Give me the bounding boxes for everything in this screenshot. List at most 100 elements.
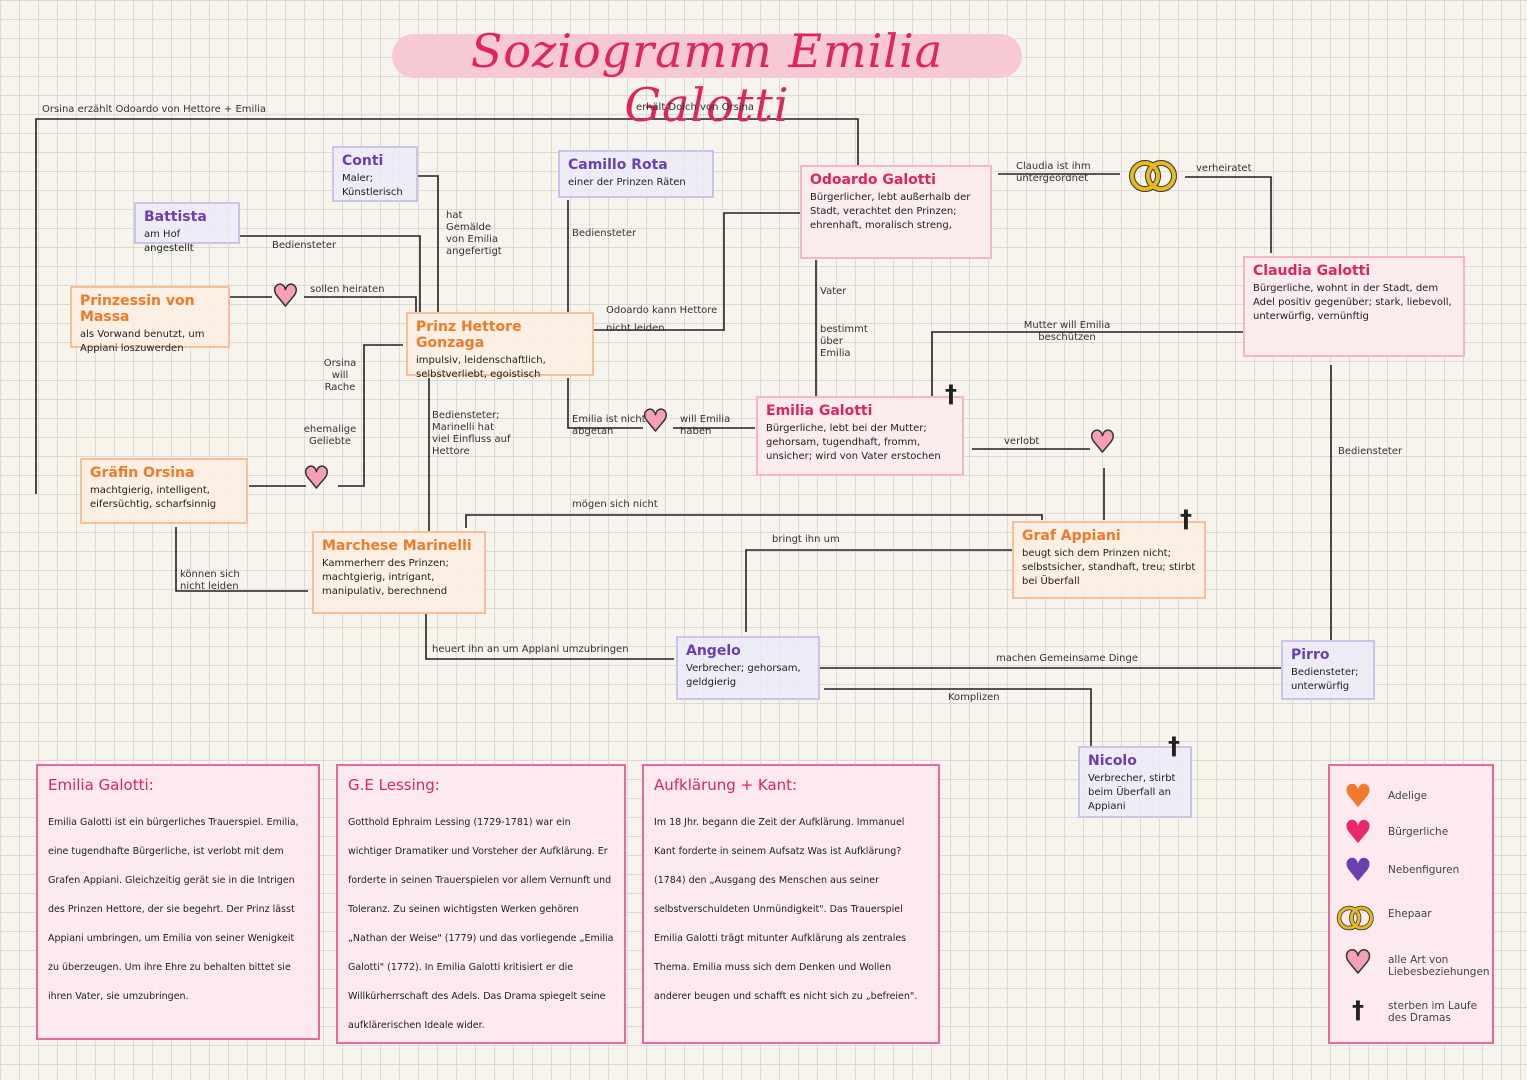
info-heading: G.E Lessing: xyxy=(348,776,440,794)
character-desc: Bürgerliche, lebt bei der Mutter; gehors… xyxy=(766,423,941,462)
relation-verlobt: verlobt xyxy=(1004,436,1040,447)
legend-item-nebenfiguren: ♥ Nebenfiguren xyxy=(1338,852,1488,892)
relation-koennen-sich-nicht: können sich nicht leiden xyxy=(180,569,240,592)
character-desc: beugt sich dem Prinzen nicht; selbstsich… xyxy=(1022,548,1196,587)
legend-item-ehepaar: Ehepaar xyxy=(1336,896,1488,936)
character-desc: Bediensteter; unterwürfig xyxy=(1291,667,1359,692)
relation-bringt-ihn-um: bringt ihn um xyxy=(772,534,840,545)
relation-odoardo-kann: Odoardo kann Hettore nicht leiden xyxy=(606,305,718,334)
character-name: Marchese Marinelli xyxy=(322,538,472,554)
relation-sollen-heiraten: sollen heiraten xyxy=(310,284,385,295)
love-heart-icon: ♥ xyxy=(271,279,299,314)
relation-komplizen: Komplizen xyxy=(948,692,1000,703)
character-claudia: Claudia Galotti Bürgerliche, wohnt in de… xyxy=(1243,256,1465,357)
purple-heart-icon: ♥ xyxy=(1343,851,1373,889)
death-cross-icon: † xyxy=(1168,732,1180,760)
relation-dolch: erhält Dolch von Orsina xyxy=(636,102,755,113)
info-aufklaerung: Aufklärung + Kant: Im 18 Jhr. begann die… xyxy=(642,764,940,1044)
relation-verheiratet: verheiratet xyxy=(1196,163,1252,174)
character-name: Nicolo xyxy=(1088,753,1137,769)
character-name: Camillo Rota xyxy=(568,157,668,173)
legend-label: Nebenfiguren xyxy=(1388,864,1460,876)
character-desc: am Hof angestellt xyxy=(144,229,194,254)
legend-label: Bürgerliche xyxy=(1388,826,1449,838)
character-desc: impulsiv, leidenschaftlich, selbstverlie… xyxy=(416,355,546,380)
legend-item-sterben: † sterben im Laufe des Dramas xyxy=(1338,992,1488,1032)
relation-gemaelde: hat Gemälde von Emilia angefertigt xyxy=(446,210,502,257)
relation-bestimmt: bestimmt über Emilia xyxy=(820,324,868,359)
death-cross-icon: † xyxy=(1180,505,1192,533)
character-orsina: Gräfin Orsina machtgierig, intelligent, … xyxy=(80,458,248,524)
relation-bediensteter-battista: Bediensteter xyxy=(272,240,337,251)
character-desc: Verbrecher, stirbt beim Überfall an Appi… xyxy=(1088,773,1176,812)
info-heading: Emilia Galotti: xyxy=(48,776,154,794)
relation-ehemalige-geliebte: ehemalige Geliebte xyxy=(303,424,357,447)
character-name: Prinz Hettore Gonzaga xyxy=(416,319,522,351)
character-desc: Verbrecher; gehorsam, geldgierig xyxy=(686,663,801,688)
character-desc: einer der Prinzen Räten xyxy=(568,177,686,188)
character-name: Pirro xyxy=(1291,647,1330,663)
character-name: Prinzessin von Massa xyxy=(80,293,195,325)
wedding-rings-icon xyxy=(1129,160,1177,192)
character-appiani: Graf Appiani beugt sich dem Prinzen nich… xyxy=(1012,521,1206,599)
relation-orsina-odoardo: Orsina erzählt Odoardo von Hettore + Emi… xyxy=(42,104,267,115)
pink-heart-icon: ♥ xyxy=(1343,813,1373,851)
relation-mutter: Mutter will Emilia beschützen xyxy=(1023,320,1111,343)
legend-label: sterben im Laufe des Dramas xyxy=(1388,1000,1478,1024)
legend-label: Adelige xyxy=(1388,790,1428,802)
relation-gemeinsame-dinge: machen Gemeinsame Dinge xyxy=(996,653,1139,664)
relation-bediensteter-marinelli: Bediensteter; Marinelli hat viel Einflus… xyxy=(432,410,511,457)
relation-emilia-abgetan: Emilia ist nicht abgetan xyxy=(572,414,646,437)
page-title: Soziogramm Emilia Galotti xyxy=(470,24,944,132)
love-heart-icon: ♥ xyxy=(1343,943,1373,981)
love-heart-icon: ♥ xyxy=(641,404,669,439)
character-desc: als Vorwand benutzt, um Appiani loszuwer… xyxy=(80,329,205,354)
relation-vater: Vater xyxy=(820,286,847,297)
love-heart-icon: ♥ xyxy=(302,461,330,496)
relation-bediensteter-camillo: Bediensteter xyxy=(572,228,637,239)
legend-item-buergerliche: ♥ Bürgerliche xyxy=(1338,814,1488,854)
character-name: Odoardo Galotti xyxy=(810,172,936,188)
character-name: Claudia Galotti xyxy=(1253,263,1371,279)
love-heart-icon: ♥ xyxy=(1088,425,1116,460)
character-conti: Conti Maler; Künstlerisch xyxy=(332,146,418,202)
info-lessing: G.E Lessing: Gotthold Ephraim Lessing (1… xyxy=(336,764,626,1044)
info-text: Im 18 Jhr. begann die Zeit der Aufklärun… xyxy=(654,817,918,1002)
character-desc: Bürgerlicher, lebt außerhalb der Stadt, … xyxy=(810,192,971,231)
character-name: Battista xyxy=(144,209,207,225)
character-hettore: Prinz Hettore Gonzaga impulsiv, leidensc… xyxy=(406,312,594,380)
character-name: Emilia Galotti xyxy=(766,403,873,419)
death-cross-icon: † xyxy=(1352,996,1364,1024)
legend-label: Ehepaar xyxy=(1388,908,1432,920)
legend-item-liebe: ♥ alle Art von Liebesbeziehungen xyxy=(1338,943,1490,984)
character-camillo: Camillo Rota einer der Prinzen Räten xyxy=(558,150,714,198)
title-highlight xyxy=(392,34,1022,78)
character-pirro: Pirro Bediensteter; unterwürfig xyxy=(1281,640,1375,700)
character-desc: Kammerherr des Prinzen; machtgierig, int… xyxy=(322,558,449,597)
character-desc: machtgierig, intelligent, eifersüchtig, … xyxy=(90,485,217,510)
info-text: Gotthold Ephraim Lessing (1729-1781) war… xyxy=(348,817,614,1031)
character-marinelli: Marchese Marinelli Kammerherr des Prinze… xyxy=(312,531,486,614)
character-name: Graf Appiani xyxy=(1022,528,1121,544)
relation-claudia-untergeordnet: Claudia ist ihm untergeordnet xyxy=(1016,161,1091,184)
relation-moegen-sich-nicht: mögen sich nicht xyxy=(572,499,658,510)
info-text: Emilia Galotti ist ein bürgerliches Trau… xyxy=(48,817,299,1002)
relation-bediensteter-pirro: Bediensteter xyxy=(1338,446,1403,457)
character-massa: Prinzessin von Massa als Vorwand benutzt… xyxy=(70,286,230,354)
character-name: Conti xyxy=(342,153,384,169)
character-name: Angelo xyxy=(686,643,741,659)
info-emilia-galotti: Emilia Galotti: Emilia Galotti ist ein b… xyxy=(36,764,320,1040)
legend-label: alle Art von Liebesbeziehungen xyxy=(1388,954,1490,978)
legend-item-adelige: ♥ Adelige xyxy=(1338,778,1488,818)
character-emilia: Emilia Galotti Bürgerliche, lebt bei der… xyxy=(756,396,964,476)
character-nicolo: Nicolo Verbrecher, stirbt beim Überfall … xyxy=(1078,746,1192,818)
info-heading: Aufklärung + Kant: xyxy=(654,776,798,794)
relation-heuert: heuert ihn an um Appiani umzubringen xyxy=(432,644,629,655)
character-angelo: Angelo Verbrecher; gehorsam, geldgierig xyxy=(676,636,820,700)
relation-orsina-rache: Orsina will Rache xyxy=(323,358,357,393)
character-desc: Bürgerliche, wohnt in der Stadt, dem Ade… xyxy=(1253,283,1452,322)
legend: ♥ Adelige ♥ Bürgerliche ♥ Nebenfiguren E… xyxy=(1328,764,1494,1044)
wedding-rings-icon xyxy=(1336,905,1374,931)
character-battista: Battista am Hof angestellt xyxy=(134,202,240,254)
